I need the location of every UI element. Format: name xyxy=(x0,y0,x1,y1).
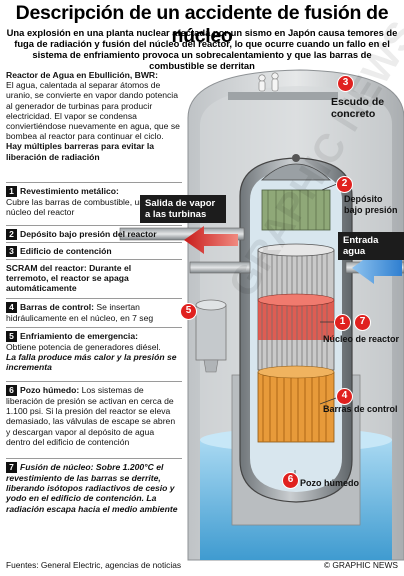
label-water-inlet: Entrada agua xyxy=(338,232,404,260)
step-title: Pozo húmedo: xyxy=(20,385,80,395)
badge-3: 3 xyxy=(337,75,354,92)
intro-title: Reactor de Agua en Ebullición, BWR: xyxy=(6,70,158,80)
divider xyxy=(6,182,182,183)
reactor-core xyxy=(257,243,335,371)
step-title: Edificio de contención xyxy=(20,246,112,256)
step-number: 1 xyxy=(6,186,17,197)
label-wet-well: Pozo húmedo xyxy=(300,478,359,488)
footer-credit: © GRAPHIC NEWS xyxy=(323,560,398,570)
water-inlet-pipe xyxy=(189,261,251,274)
step-number: 4 xyxy=(6,302,17,313)
scram-body: Durante el terremoto, el reactor se apag… xyxy=(6,263,132,294)
emergency-cooling-unit xyxy=(195,299,227,373)
steam-out-arrow xyxy=(184,226,238,254)
page-subtitle: Una explosión en una planta nuclear afec… xyxy=(6,27,398,71)
step-title: Depósito bajo presión del reactor xyxy=(20,229,157,239)
step-number: 5 xyxy=(6,331,17,342)
step-title: Enfriamiento de emergencia: xyxy=(20,331,138,341)
label-control-rods: Barras de control xyxy=(323,404,398,414)
step-emphasis: La falla produce más calor y la presión … xyxy=(6,352,177,373)
step-number: 2 xyxy=(6,229,17,240)
step-title: Revestimiento metálico: xyxy=(20,186,119,196)
label-steam-outlet: Salida de vapor a las turbinas xyxy=(140,195,226,223)
badge-6: 6 xyxy=(282,472,299,489)
divider xyxy=(6,259,182,260)
divider xyxy=(6,225,182,226)
step-body: Obtiene potencia de generadores diésel. xyxy=(6,342,161,352)
step-number: 3 xyxy=(6,246,17,257)
badge-2: 2 xyxy=(336,176,353,193)
step-title: Fusión de núcleo: xyxy=(20,462,94,472)
step-number: 7 xyxy=(6,462,17,473)
divider xyxy=(6,458,182,459)
intro-emphasis: Hay múltiples barreras para evitar la li… xyxy=(6,141,155,162)
divider xyxy=(6,381,182,382)
divider xyxy=(6,242,182,243)
step-body: Cubre las barras de combustible, uranio,… xyxy=(6,197,182,218)
label-pressure-vessel: Depósito bajo presión xyxy=(344,194,398,215)
divider xyxy=(6,298,182,299)
divider xyxy=(6,327,182,328)
step-body: Sobre 1.200°C el revestimiento de las ba… xyxy=(6,462,178,514)
control-rods xyxy=(257,365,335,443)
badge-4: 4 xyxy=(336,388,353,405)
badge-5: 5 xyxy=(180,303,197,320)
label-reactor-core: Núcleo de reactor xyxy=(323,334,400,344)
scram-block: SCRAM del reactor: Durante el terremoto,… xyxy=(6,263,156,294)
footer-sources: Fuentes: General Electric, agencias de n… xyxy=(6,560,182,570)
intro-body: El agua, calentada al separar átomos de … xyxy=(6,80,180,142)
water-in-arrow xyxy=(352,252,402,284)
step-body: Los sistemas de liberación de presión se… xyxy=(6,385,176,447)
badge-1: 1 xyxy=(334,314,351,331)
scram-title: SCRAM del reactor: xyxy=(6,263,87,273)
page-title: Descripción de un accidente de fusión de… xyxy=(15,2,389,47)
intro-block: Reactor de Agua en Ebullición, BWR: El a… xyxy=(6,70,182,162)
steam-dryers xyxy=(261,189,331,231)
step-body: Se insertan hidráulicamente en el núcleo… xyxy=(6,302,154,323)
label-concrete-shield: Escudo de concreto xyxy=(331,96,385,120)
badge-7: 7 xyxy=(354,314,371,331)
workers-icon xyxy=(258,72,279,92)
step-title: Barras de control: xyxy=(20,302,95,312)
step-number: 6 xyxy=(6,385,17,396)
